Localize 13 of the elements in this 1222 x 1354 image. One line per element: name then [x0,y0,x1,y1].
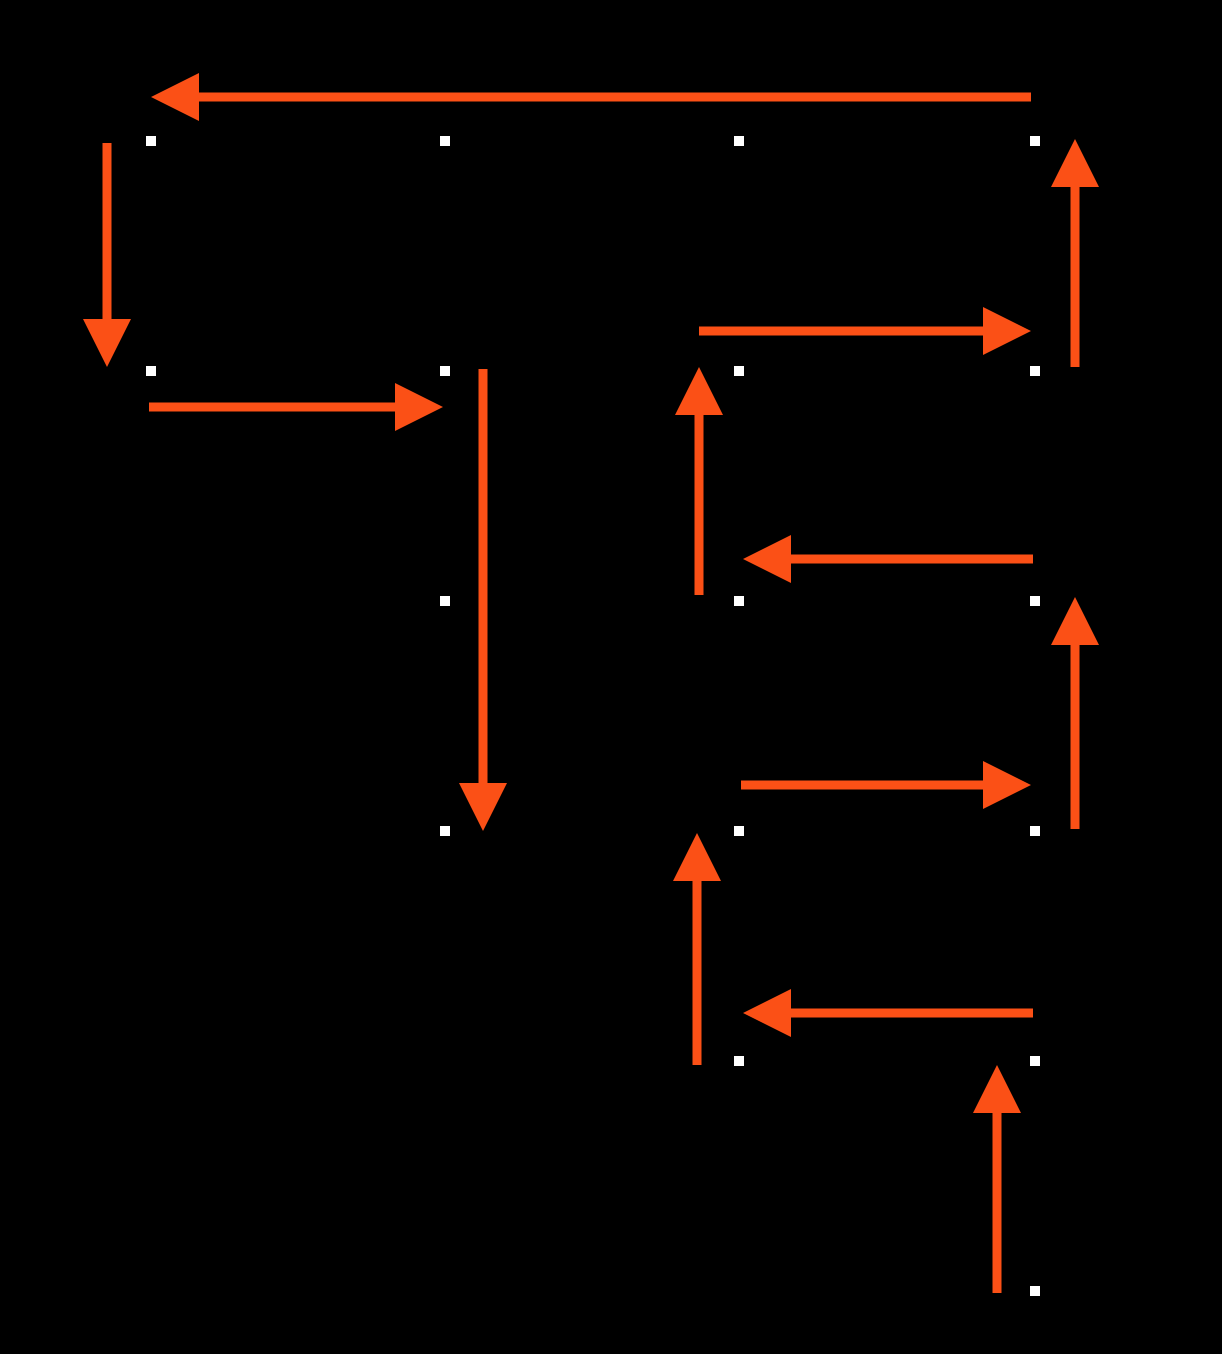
arrow [83,143,131,367]
arrow [1051,597,1099,829]
arrow [673,833,721,1065]
arrow [741,761,1031,809]
arrow [151,73,1031,121]
arrow [675,367,723,595]
arrow [699,307,1031,355]
arrow [973,1065,1021,1293]
arrow [1051,139,1099,367]
arrow [743,535,1033,583]
arrow [459,369,507,831]
arrow [149,383,443,431]
arrow [743,989,1033,1037]
